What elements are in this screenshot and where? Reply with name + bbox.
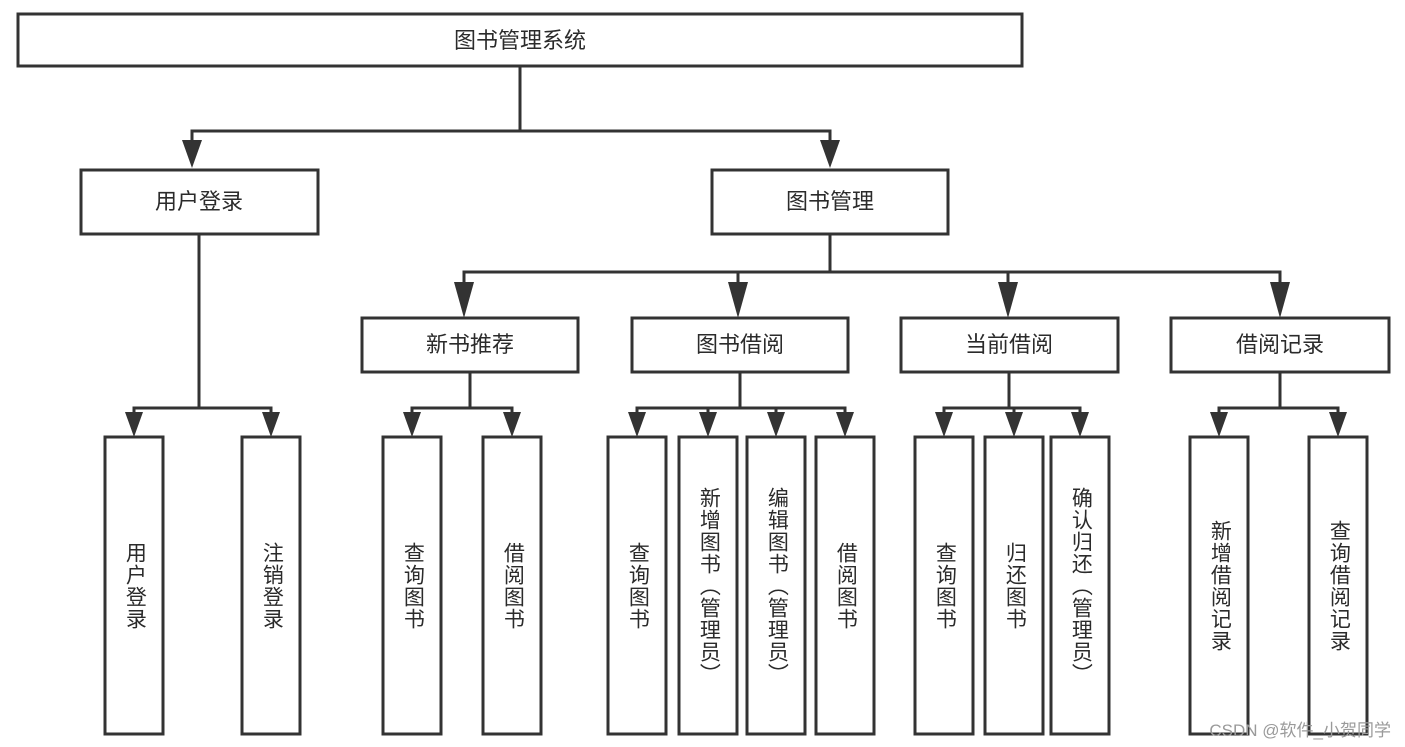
node-user-login[interactable]: 用户登录 [79,168,320,236]
arrow-head-icon [1071,412,1089,437]
connector-book-borrow-to-leaves [628,371,854,437]
leaf-box-book-borrow-1[interactable] [677,435,739,736]
arrow-head-icon [767,412,785,437]
arrow-head-icon [182,140,202,168]
leaf-boxes-borrow-record [1188,435,1369,736]
arrow-head-icon [454,282,474,318]
node-user-login-box [79,168,320,236]
leaf-box-current-borrow-2[interactable] [1049,435,1111,736]
node-current-borrow[interactable]: 当前借阅 [899,316,1120,374]
arrow-head-icon [262,412,280,437]
node-root-label: 图书管理系统 [454,28,586,53]
node-new-book-recommend-box [360,316,580,374]
leaf-box-current-borrow-0[interactable] [913,435,975,736]
node-borrow-record-label: 借阅记录 [1236,332,1324,357]
connector-borrow-record-to-leaves [1210,371,1347,437]
leaf-boxes-new-book-recommend [381,435,543,736]
leaf-box-current-borrow-1[interactable] [983,435,1045,736]
node-book-borrow[interactable]: 图书借阅 [630,316,850,374]
arrow-head-icon [820,140,840,168]
node-new-book-recommend-label: 新书推荐 [426,332,514,357]
arrow-head-icon [125,412,143,437]
arrow-head-icon [699,412,717,437]
node-book-management-box [710,168,950,236]
leaf-boxes-user-login [103,435,302,736]
leaf-box-book-borrow-2[interactable] [745,435,807,736]
arrow-head-icon [403,412,421,437]
leaf-boxes-book-borrow [606,435,876,736]
connector-book-mgmt-to-level3 [454,233,1290,318]
connector-new-book-to-leaves [403,371,521,437]
arrow-head-icon [503,412,521,437]
node-new-book-recommend[interactable]: 新书推荐 [360,316,580,374]
node-book-management-label: 图书管理 [786,189,874,214]
node-book-borrow-label: 图书借阅 [696,332,784,357]
node-current-borrow-label: 当前借阅 [965,332,1053,357]
arrow-head-icon [1210,412,1228,437]
node-borrow-record[interactable]: 借阅记录 [1169,316,1391,374]
leaf-box-new-book-1[interactable] [481,435,543,736]
leaf-box-borrow-record-0[interactable] [1188,435,1250,736]
leaf-box-book-borrow-3[interactable] [814,435,876,736]
leaf-box-new-book-0[interactable] [381,435,443,736]
leaf-box-user-login-1[interactable] [240,435,302,736]
leaf-box-borrow-record-1[interactable] [1307,435,1369,736]
connector-current-borrow-to-leaves [935,371,1089,437]
node-current-borrow-box [899,316,1120,374]
node-user-login-label: 用户登录 [155,189,243,214]
leaf-box-book-borrow-0[interactable] [606,435,668,736]
leaf-box-user-login-0[interactable] [103,435,165,736]
node-root-system[interactable]: 图书管理系统 [16,12,1024,68]
node-root-box [16,12,1024,68]
arrow-head-icon [1270,282,1290,318]
arrow-head-icon [628,412,646,437]
connector-root-to-level2 [182,64,840,168]
arrow-head-icon [1329,412,1347,437]
arrow-head-icon [935,412,953,437]
arrow-head-icon [998,282,1018,318]
arrow-head-icon [1005,412,1023,437]
node-borrow-record-box [1169,316,1391,374]
connector-user-login-to-leaves [125,233,280,437]
leaf-boxes-current-borrow [913,435,1111,736]
arrow-head-icon [728,282,748,318]
node-book-management[interactable]: 图书管理 [710,168,950,236]
node-book-borrow-box [630,316,850,374]
arrow-head-icon [836,412,854,437]
watermark-text: CSDN @软件_小贺同学 [1209,721,1391,740]
